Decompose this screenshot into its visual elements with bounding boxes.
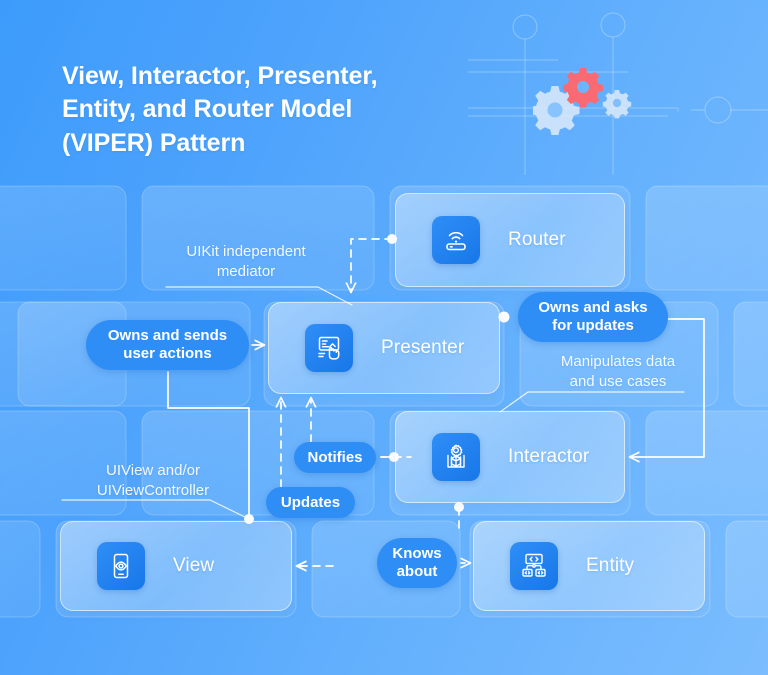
pill-owns-sends-line-2: user actions: [123, 345, 212, 362]
pill-updates-label: Updates: [280, 493, 341, 511]
pill-owns-asks-text: Owns and asks for updates: [538, 299, 647, 334]
node-presenter[interactable]: Presenter: [268, 302, 500, 394]
pill-owns-sends-text: Owns and sends user actions: [108, 327, 227, 362]
pill-notifies[interactable]: Notifies: [294, 442, 376, 473]
page-title-line-3: (VIPER) Pattern: [62, 128, 246, 157]
phone-eye-icon: [97, 542, 145, 590]
node-entity-label: Entity: [586, 555, 635, 576]
pill-knows-about[interactable]: Knows about: [377, 538, 457, 588]
circuit-decoration: [468, 12, 768, 175]
note-uiview-controller: UIView and/or UIViewController: [55, 461, 251, 500]
node-presenter-label: Presenter: [381, 337, 465, 358]
gear-small-icon: [602, 90, 632, 119]
pill-owns-asks-line-2: for updates: [552, 317, 634, 334]
gear-accent-icon: [563, 68, 603, 108]
node-router[interactable]: Router: [395, 193, 625, 287]
note-uikit-independent-mediator: UIKit independent mediator: [160, 242, 332, 281]
gear-box-icon: [432, 433, 480, 481]
gears-decoration: [533, 68, 632, 135]
pill-updates[interactable]: Updates: [266, 487, 355, 518]
code-hierarchy-icon: [510, 542, 558, 590]
node-view-label: View: [173, 555, 215, 576]
note-manip-line-2: and use cases: [569, 372, 667, 390]
node-interactor[interactable]: Interactor: [395, 411, 625, 503]
gear-large-icon: [533, 86, 580, 135]
pill-owns-asks-line-1: Owns and asks: [538, 299, 648, 317]
wire-router-to-presenter: [351, 238, 393, 292]
pill-owns-and-sends-user-actions[interactable]: Owns and sends user actions: [86, 320, 249, 370]
note-manipulates-data: Manipulates data and use cases: [525, 352, 711, 391]
pill-knows-line-2: about: [396, 563, 438, 580]
note-uikit-line-2: mediator: [216, 262, 276, 280]
note-uiview-line-1: UIView and/or: [106, 462, 200, 479]
leader-uiview-note: [61, 499, 248, 519]
note-manip-line-1: Manipulates data: [560, 353, 676, 370]
leader-manip-note: [499, 391, 685, 413]
pill-owns-sends-line-1: Owns and sends: [107, 327, 228, 345]
router-wifi-icon: [432, 216, 480, 264]
note-uiview-line-2: UIViewController: [96, 481, 210, 499]
page-title-line-1: View, Interactor, Presenter,: [62, 62, 378, 90]
pill-owns-and-asks-for-updates[interactable]: Owns and asks for updates: [518, 292, 668, 342]
page-title: View, Interactor, Presenter, Entity, and…: [62, 60, 482, 160]
node-interactor-label: Interactor: [508, 446, 590, 467]
node-view[interactable]: View: [60, 521, 292, 611]
page-title-line-2: Entity, and Router Model: [62, 95, 353, 124]
node-entity[interactable]: Entity: [473, 521, 705, 611]
pill-knows-text: Knows about: [392, 545, 441, 580]
pill-knows-line-1: Knows: [392, 545, 442, 563]
presentation-hand-icon: [305, 324, 353, 372]
node-router-label: Router: [508, 229, 566, 250]
note-uikit-line-1: UIKit independent: [186, 243, 306, 260]
pill-notifies-label: Notifies: [307, 448, 363, 466]
